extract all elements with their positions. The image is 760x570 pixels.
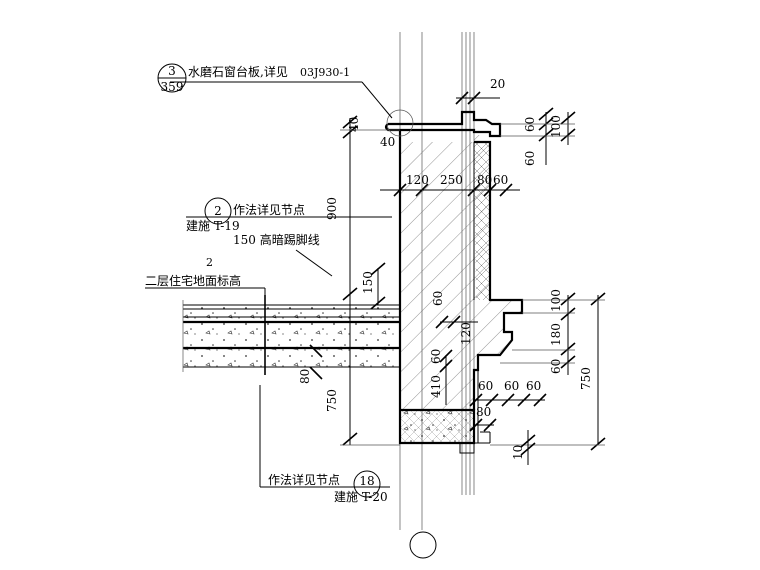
dim-120-top: 120 — [406, 173, 429, 187]
dim-60-top-right: 60 — [493, 173, 508, 187]
dim-80-bottom: 80 — [476, 405, 491, 419]
callout-mid: 2 作法详见节点 建施 T-19 150 高暗踢脚线 — [186, 197, 320, 247]
dim-10: 10 — [511, 445, 525, 460]
dim-60-bottom-1: 60 — [478, 379, 493, 393]
dim-80-slab: 80 — [298, 369, 312, 384]
dim-60-top: 60 — [523, 117, 537, 132]
dim-40-vert: 40 — [347, 117, 361, 132]
dim-750-left: 750 — [325, 389, 339, 412]
callout-bottom-sheet: 建施 T-20 — [334, 490, 388, 504]
floor-level-label: 2 二层住宅地面标高 — [145, 256, 241, 288]
wall-fill — [400, 135, 522, 410]
callout-mid-sheet: 建施 T-19 — [186, 219, 240, 233]
dim-150: 150 — [361, 271, 375, 294]
callout-top: 3 359 水磨石窗台板,详见 03J930-1 — [157, 63, 350, 94]
dim-900: 900 — [325, 197, 339, 220]
dim-120-mid: 120 — [459, 322, 473, 345]
floor-level-number: 2 — [206, 256, 213, 269]
sill-detail-circle — [386, 109, 414, 137]
dim-60-right: 60 — [549, 359, 563, 374]
window-sill — [384, 109, 502, 138]
leader-lines — [145, 81, 393, 488]
floor-slab — [182, 295, 400, 380]
dim-100-right: 100 — [549, 289, 563, 312]
dim-20: 20 — [490, 77, 505, 91]
callout-top-text: 水磨石窗台板,详见 — [188, 64, 288, 79]
dim-60-bottom-3: 60 — [526, 379, 541, 393]
dimension-texts: 20 60 100 60 40 40 120 250 80 60 900 150… — [298, 77, 593, 460]
dim-100-top: 100 — [549, 115, 563, 138]
dim-60-top-lower: 60 — [523, 151, 537, 166]
callout-bottom-number: 18 — [359, 474, 374, 488]
dim-60-wall: 60 — [431, 291, 445, 306]
dim-250: 250 — [440, 173, 463, 187]
dim-410: 410 — [429, 375, 443, 398]
callout-mid-text: 作法详见节点 — [233, 202, 305, 217]
callout-bottom: 作法详见节点 18 建施 T-20 — [268, 470, 388, 504]
dim-40-horiz: 40 — [380, 135, 395, 149]
callout-mid-number: 2 — [214, 204, 222, 218]
floor-level-text: 二层住宅地面标高 — [145, 273, 241, 288]
dim-180: 180 — [549, 323, 563, 346]
axis-bubble — [409, 531, 437, 559]
horizontal-dimensions — [380, 91, 547, 432]
left-dimension-chain — [340, 115, 400, 446]
dim-60-bottom-2: 60 — [504, 379, 519, 393]
callout-top-ref: 03J930-1 — [300, 66, 350, 79]
callout-top-sheet: 359 — [161, 80, 184, 94]
wall-section — [398, 130, 524, 454]
skirting-label: 150 高暗踢脚线 — [233, 232, 320, 247]
dim-750-right: 750 — [579, 367, 593, 390]
callout-bottom-text: 作法详见节点 — [268, 472, 340, 487]
right-dimension-chain — [490, 107, 606, 465]
dim-80-top: 80 — [477, 173, 492, 187]
wall-insulation — [474, 142, 490, 300]
dim-60-mid: 60 — [429, 349, 443, 364]
callout-top-number: 3 — [168, 64, 176, 78]
